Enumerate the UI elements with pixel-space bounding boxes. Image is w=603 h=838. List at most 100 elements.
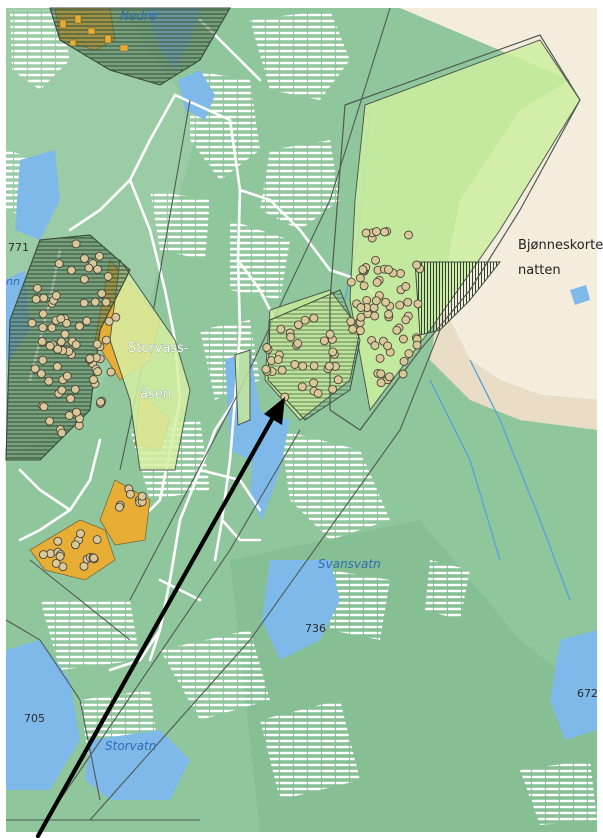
cabin-plot-marker [62, 318, 72, 328]
cabin-plot-marker [309, 378, 319, 388]
cabin-plot-marker [293, 338, 303, 348]
cabin-plot-marker [90, 297, 100, 307]
cabin-plot-marker [370, 341, 380, 350]
height-label-705: 705 [24, 712, 45, 725]
cabin-plot-marker [346, 277, 356, 287]
cabin-plot-marker [371, 296, 381, 306]
cabin-plot-marker [114, 502, 124, 512]
cabin-plot-marker [286, 332, 296, 342]
cabin-plot-marker [319, 336, 329, 346]
cabin-plot-marker [44, 376, 54, 386]
cabin-plot-marker [72, 407, 81, 417]
cabin-plot-marker [273, 355, 283, 365]
cabin-plot-marker [297, 382, 307, 392]
edge-label-nn: nn [6, 275, 20, 288]
cabin-plot-marker [38, 309, 48, 319]
mountain-label-1: Bjønneskorte [518, 238, 603, 253]
cabin-plot-marker [399, 356, 409, 366]
cabin-plot-marker [76, 529, 85, 539]
cabin-plot-marker [309, 313, 319, 323]
cabin-plot-marker [324, 361, 334, 371]
cabin-plot-marker [38, 550, 48, 560]
cabin-plot-marker [92, 339, 102, 349]
cabin-plot-marker [57, 428, 67, 438]
cabin-plot-marker [403, 297, 413, 307]
cabin-plot-marker [277, 365, 287, 375]
cabin-plot-marker [71, 340, 81, 350]
cabin-plot-marker [298, 361, 308, 371]
cabin-plot-marker [358, 265, 368, 275]
cabin-plot-marker [27, 318, 37, 328]
cabin-plot-marker [70, 540, 80, 550]
cabin-plot-marker [359, 281, 369, 291]
roads [18, 18, 382, 672]
cabin-plot-marker [52, 362, 62, 372]
cabin-plot-marker [67, 265, 76, 275]
cabin-plot-marker [333, 375, 343, 385]
cabin-plot-marker [79, 561, 89, 571]
cabin-plot-marker [398, 369, 408, 379]
cabin-plot-marker [56, 337, 66, 347]
cabin-plot-marker [71, 239, 81, 249]
cabin-plot-marker [290, 360, 300, 369]
mountain-edge [430, 300, 597, 430]
cabin-plot-marker [262, 343, 272, 352]
mountain-label-2: natten [518, 263, 561, 278]
place-label-storvass: Storvass- [128, 341, 189, 356]
cabin-plot-marker [51, 291, 61, 300]
cabin-plot-marker [370, 311, 380, 321]
cabin-plot-marker [89, 553, 99, 563]
cabin-plot-marker [103, 272, 113, 281]
cabin-plot-marker [401, 282, 411, 291]
cabin-plot-marker [381, 297, 391, 307]
height-label-672: 672 [577, 687, 598, 700]
cabin-plot-marker [97, 289, 107, 298]
cabin-plot-marker [36, 369, 46, 379]
cabin-plot-marker [101, 297, 111, 307]
cabin-plot-marker [372, 227, 381, 237]
cabin-plot-marker [412, 340, 422, 350]
cabin-plot-marker [55, 551, 65, 561]
cabin-plot-marker [79, 298, 89, 308]
cabin-plot-marker [32, 283, 42, 293]
cabin-plot-marker [413, 299, 423, 309]
cabin-plot-marker [89, 375, 98, 385]
cabin-plot-marker [111, 312, 121, 322]
cabin-plot-marker [372, 277, 382, 287]
cabin-plot-marker [31, 294, 41, 304]
cabin-plot-marker [313, 388, 323, 398]
lake-label-storvatn: Storvatn [105, 739, 156, 753]
cabin-plot-marker [93, 264, 103, 274]
cabin-plot-marker [375, 353, 385, 363]
cabin-plot-marker [45, 341, 55, 351]
cabin-plot-marker [75, 321, 84, 331]
cabin-plot-marker [57, 385, 67, 395]
cabin-plot-marker [38, 355, 48, 365]
cabin-plot-markers [27, 226, 425, 572]
cabin-plot-marker [401, 315, 411, 325]
cabin-plot-marker [380, 227, 389, 237]
cabin-plot-marker [371, 255, 380, 265]
cabin-plot-marker [60, 329, 70, 339]
cabin-plot-marker [261, 364, 271, 374]
cabin-plot-marker [328, 384, 338, 394]
cabin-plot-marker [384, 265, 393, 275]
cabin-plot-marker [376, 369, 386, 379]
cabin-plot-marker [398, 334, 408, 344]
cabin-plot-marker [328, 347, 338, 357]
cabin-plot-marker [56, 314, 66, 324]
cabin-plot-marker [64, 411, 74, 420]
cabin-plot-marker [92, 535, 102, 545]
lake-svansvatn [262, 560, 340, 660]
cabin-plot-marker [396, 269, 405, 278]
cabin-plot-marker [93, 367, 103, 377]
cabin-plot-marker [79, 274, 89, 284]
cabin-plot-marker [38, 323, 48, 333]
cabin-plot-marker [39, 293, 49, 303]
place-label-asen: åsen [140, 387, 171, 402]
cabin-plot-marker [37, 337, 47, 346]
cabin-plot-marker [101, 335, 111, 345]
cabin-plot-marker [94, 251, 104, 261]
height-label-736: 736 [305, 622, 326, 635]
